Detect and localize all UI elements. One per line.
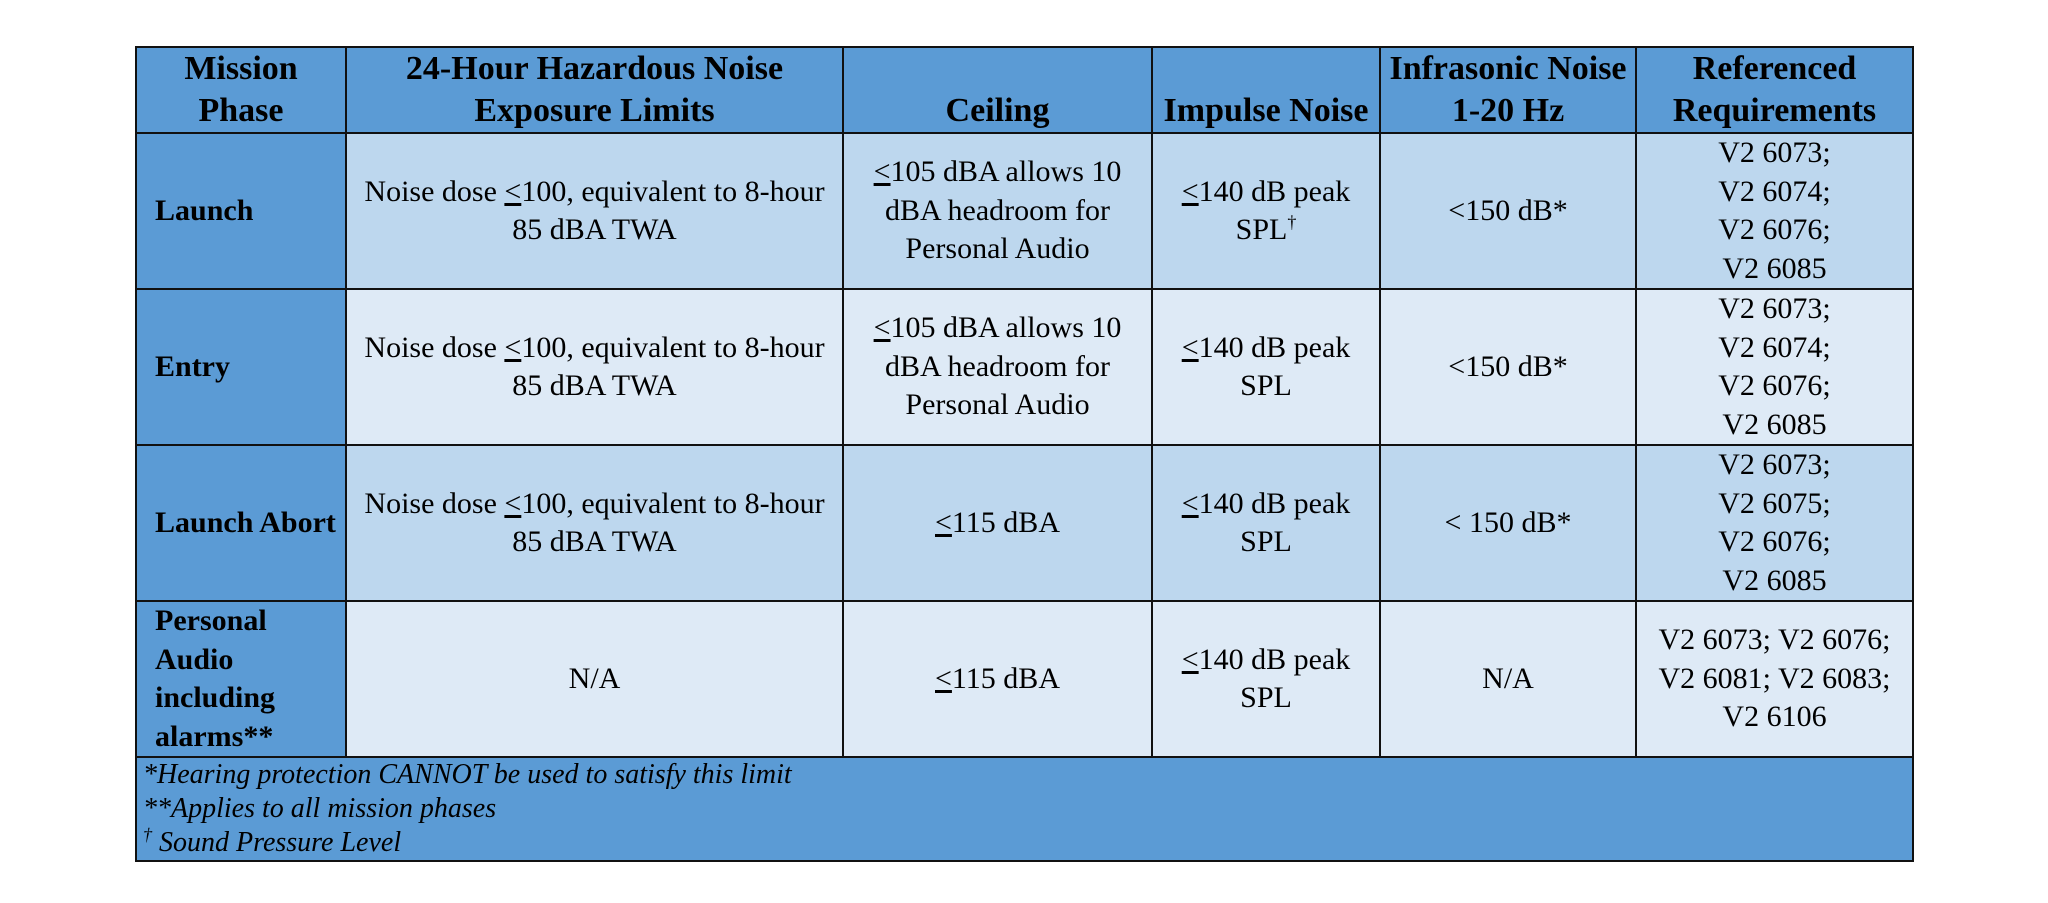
infrasonic-noise-cell: <150 dB* (1379, 288, 1637, 446)
impulse-noise-cell: <140 dB peak SPL (1151, 600, 1381, 758)
table-row: Personal Audio including alarms** N/A <115… (135, 600, 1914, 758)
ceiling-cell: <105 dBA allows 10 dBA headroom for Pers… (842, 288, 1153, 446)
requirement-ref: V2 6074; (1718, 330, 1831, 364)
impulse-noise-cell: <140 dB peak SPL† (1151, 132, 1381, 290)
exposure-limit-cell-less-equal: < (504, 486, 522, 520)
impulse-noise-cell-less-equal: < (1181, 174, 1199, 208)
infrasonic-noise-cell: N/A (1379, 600, 1637, 758)
exposure-limit-cell-less-equal: < (504, 174, 522, 208)
referenced-requirements-cell: V2 6073; V2 6074; V2 6076; V2 6085 (1635, 288, 1914, 446)
infrasonic-noise-cell: < 150 dB* (1379, 444, 1637, 602)
ceiling-cell-less-equal: < (873, 155, 891, 189)
noise-limits-table: Mission Phase 24-Hour Hazardous Noise Ex… (135, 46, 1914, 862)
requirement-ref: V2 6073; (1718, 292, 1831, 325)
exposure-limit-cell-prefix: Noise dose (364, 174, 505, 208)
ceiling-cell-less-equal: < (935, 661, 952, 695)
footnote-spl-text: Sound Pressure Level (152, 827, 402, 858)
header-referenced-requirements: Referenced Requirements (1635, 46, 1914, 134)
requirement-ref: V2 6076; (1718, 213, 1831, 246)
footnotes: *Hearing protection CANNOT be used to sa… (135, 756, 1914, 862)
header-impulse-noise: Impulse Noise (1151, 46, 1381, 134)
requirement-ref: V2 6076; (1718, 525, 1831, 558)
header-mission-phase: Mission Phase (135, 46, 347, 134)
exposure-limit-cell-value: 100, equivalent to 8-hour 85 dBA TWA (512, 486, 825, 559)
impulse-noise-cell-less-equal: < (1181, 330, 1199, 364)
ceiling-cell: <115 dBA (842, 600, 1153, 758)
ceiling-cell-less-equal: < (935, 505, 952, 539)
footnote-hearing-protection: *Hearing protection CANNOT be used to sa… (143, 759, 792, 790)
footnote-spl: † Sound Pressure Level (143, 824, 1906, 859)
footnote-row: *Hearing protection CANNOT be used to sa… (135, 756, 1914, 862)
exposure-limit-cell-value: 100, equivalent to 8-hour 85 dBA TWA (512, 174, 825, 247)
impulse-noise-cell-less-equal: < (1181, 486, 1199, 520)
dagger-mark: † (143, 824, 152, 845)
exposure-limit-cell-less-equal: < (504, 330, 522, 364)
mission-phase-cell: Personal Audio including alarms** (135, 600, 347, 758)
header-infrasonic-noise: Infrasonic Noise 1-20 Hz (1379, 46, 1637, 134)
requirement-ref: V2 6085 (1722, 251, 1827, 285)
exposure-limit-cell-prefix: Noise dose (364, 486, 505, 520)
exposure-limit-cell: Noise dose <100, equivalent to 8-hour 85… (345, 444, 844, 602)
impulse-noise-cell-less-equal: < (1181, 642, 1199, 676)
exposure-limit-cell-value: 100, equivalent to 8-hour 85 dBA TWA (512, 330, 825, 403)
impulse-noise-cell: <140 dB peak SPL (1151, 444, 1381, 602)
ceiling-cell: <115 dBA (842, 444, 1153, 602)
requirement-ref: V2 6085 (1722, 563, 1827, 597)
impulse-noise-cell-value: 140 dB peak SPL (1198, 486, 1351, 559)
mission-phase-cell: Launch (135, 132, 347, 290)
exposure-limit-cell: Noise dose <100, equivalent to 8-hour 85… (345, 288, 844, 446)
ceiling-cell-value: 105 dBA allows 10 dBA headroom for Perso… (885, 155, 1122, 266)
ceiling-cell-value: 105 dBA allows 10 dBA headroom for Perso… (885, 311, 1122, 422)
exposure-limit-cell-prefix: N/A (568, 661, 621, 695)
requirement-ref: V2 6085 (1722, 407, 1827, 441)
impulse-noise-cell-value: 140 dB peak SPL (1198, 330, 1351, 403)
impulse-noise-cell-value: 140 dB peak SPL (1198, 174, 1351, 247)
exposure-limit-cell-prefix: Noise dose (364, 330, 505, 364)
footnote-all-phases: **Applies to all mission phases (143, 793, 497, 824)
ceiling-cell: <105 dBA allows 10 dBA headroom for Pers… (842, 132, 1153, 290)
mission-phase-cell: Launch Abort (135, 444, 347, 602)
requirement-ref: V2 6074; (1718, 174, 1831, 208)
header-row: Mission Phase 24-Hour Hazardous Noise Ex… (135, 46, 1914, 134)
impulse-noise-cell: <140 dB peak SPL (1151, 288, 1381, 446)
referenced-requirements-cell: V2 6073; V2 6074; V2 6076; V2 6085 (1635, 132, 1914, 290)
exposure-limit-cell: Noise dose <100, equivalent to 8-hour 85… (345, 132, 844, 290)
referenced-requirements-cell: V2 6073; V2 6076; V2 6081; V2 6083; V2 6… (1635, 600, 1914, 758)
requirement-ref: V2 6075; (1718, 486, 1831, 520)
mission-phase-cell: Entry (135, 288, 347, 446)
header-exposure-limits: 24-Hour Hazardous Noise Exposure Limits (345, 46, 844, 134)
ceiling-cell-value: 115 dBA (951, 505, 1060, 539)
infrasonic-noise-cell: <150 dB* (1379, 132, 1637, 290)
impulse-noise-cell-value: 140 dB peak SPL (1198, 642, 1351, 715)
header-ceiling: Ceiling (842, 46, 1153, 134)
requirement-ref: V2 6073; (1718, 136, 1831, 169)
requirement-ref: V2 6073; V2 6076; V2 6081; V2 6083; V2 6… (1658, 623, 1891, 734)
requirement-ref: V2 6076; (1718, 369, 1831, 402)
referenced-requirements-cell: V2 6073; V2 6075; V2 6076; V2 6085 (1635, 444, 1914, 602)
ceiling-cell-value: 115 dBA (951, 661, 1060, 695)
exposure-limit-cell: N/A (345, 600, 844, 758)
ceiling-cell-less-equal: < (873, 311, 891, 345)
requirement-ref: V2 6073; (1718, 448, 1831, 481)
impulse-noise-cell-dagger: † (1287, 212, 1297, 232)
